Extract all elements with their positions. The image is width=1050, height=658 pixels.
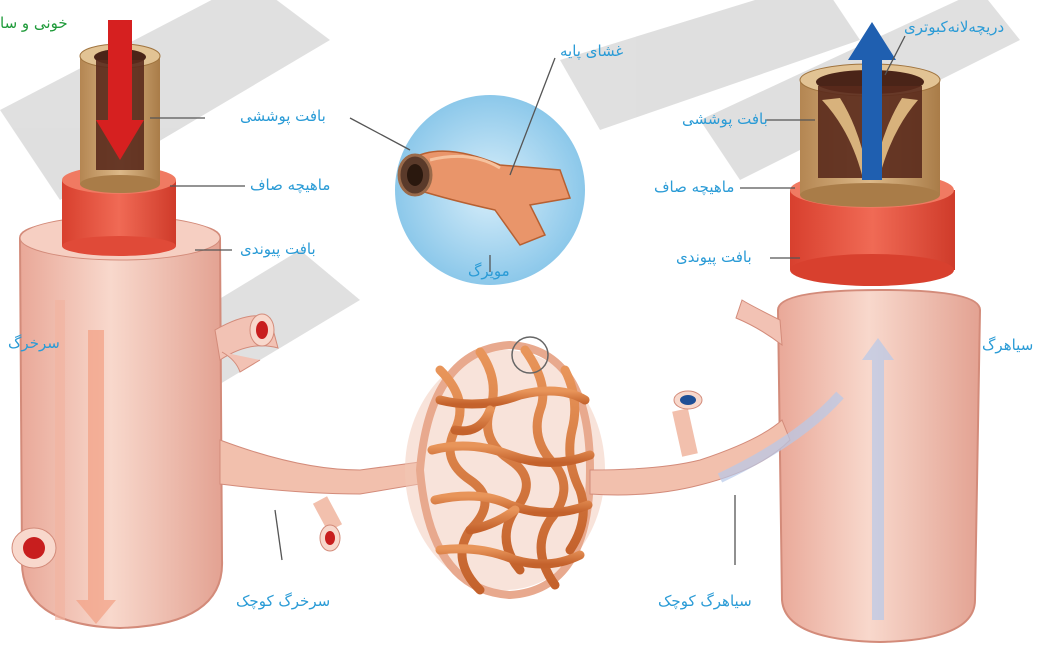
capillary-bed: [405, 337, 605, 595]
label-vein-endothelium: بافت پوششی: [682, 110, 768, 128]
label-vein-valve: دریچه‌لانه‌کبوتری: [904, 18, 1004, 36]
label-artery-smooth-muscle: ماهیچه صاف: [250, 176, 330, 194]
label-artery-connective: بافت پیوندی: [240, 240, 316, 258]
small-artery: [220, 440, 420, 494]
label-capillary: مویرگ: [468, 262, 510, 280]
label-small-vein: سیاهرگ کوچک: [658, 592, 752, 610]
label-vein-smooth-muscle: ماهیچه صاف: [654, 178, 734, 196]
label-artery-endothelium: بافت پوششی: [240, 107, 326, 125]
label-basement-membrane: غشای پایه: [560, 42, 623, 60]
page-title-fragment: خونی و سا: [0, 14, 50, 32]
artery-trunk: [20, 222, 222, 628]
label-artery: سرخرگ: [8, 334, 60, 352]
label-vein: سیاهرگ: [982, 336, 1033, 354]
label-vein-connective: بافت پیوندی: [676, 248, 752, 266]
vein-branch-upper: [736, 300, 782, 345]
label-small-artery: سرخرگ کوچک: [236, 592, 330, 610]
